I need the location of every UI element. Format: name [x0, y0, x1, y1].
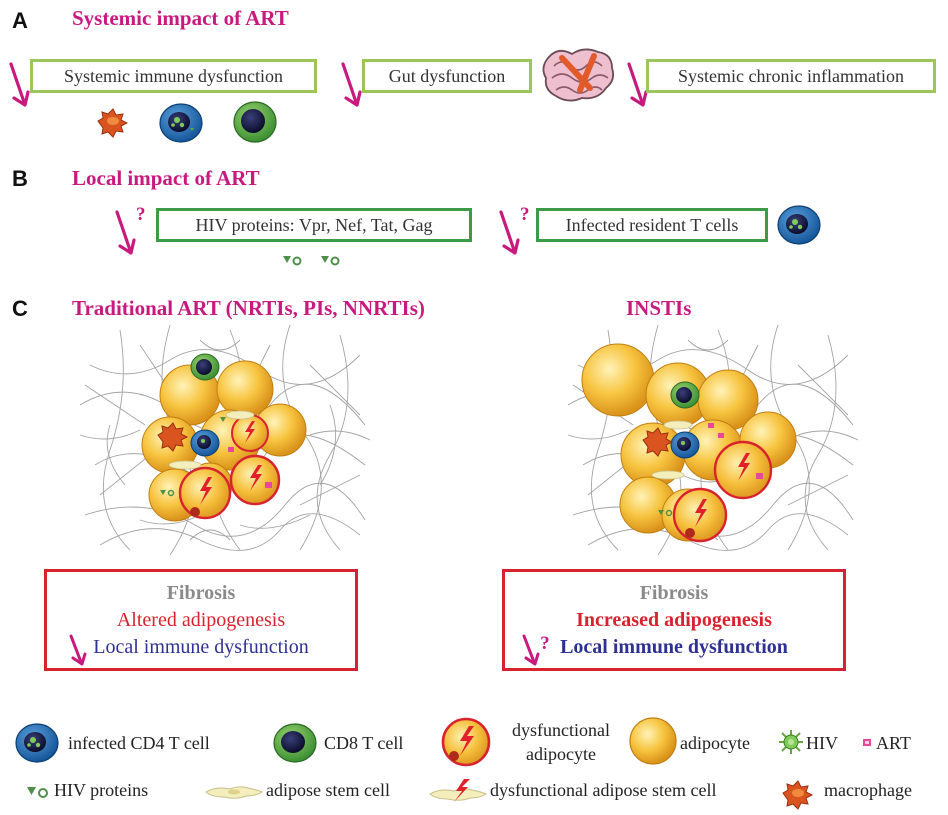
- legend-macrophage: macrophage: [824, 780, 912, 800]
- down-arrow-icon: [522, 634, 540, 665]
- down-arrow-icon: [499, 210, 520, 255]
- traditional-art-title: Traditional ART (NRTIs, PIs, NNRTIs): [72, 296, 425, 320]
- panel-c-letter: C: [12, 296, 28, 321]
- local-immune-dysfunction-label: Local immune dysfunction: [69, 634, 309, 665]
- panel-a-title: Systemic impact of ART: [72, 6, 289, 30]
- infected-cd4-icon: [159, 103, 203, 143]
- question-mark: ?: [136, 204, 146, 225]
- local-immune-dysfunction-label: ? Local immune dysfunction: [522, 633, 788, 665]
- macrophage-icon: [97, 108, 129, 138]
- legend-infected-cd4: infected CD4 T cell: [68, 733, 210, 753]
- gut-dysfunction-box: Gut dysfunction: [362, 59, 532, 93]
- adipose-tissue-instis: [567, 324, 859, 556]
- fibrosis-label: Fibrosis: [639, 581, 709, 604]
- adipose-tissue-traditional: [79, 324, 371, 556]
- down-arrow-icon: [341, 62, 362, 107]
- legend-adipocyte: adipocyte: [680, 733, 750, 753]
- legend-hiv-proteins: HIV proteins: [54, 780, 149, 800]
- hiv-protein-icon: [27, 787, 48, 798]
- infected-resident-t-cells-box: Infected resident T cells: [536, 208, 768, 242]
- cd8-icon: [233, 101, 277, 143]
- instis-title: INSTIs: [626, 296, 692, 320]
- cd8-icon: [273, 723, 317, 763]
- question-mark: ?: [540, 632, 550, 654]
- dysfunctional-adipocyte-icon: [441, 717, 491, 767]
- legend-hiv: HIV: [806, 733, 838, 753]
- down-arrow-icon: [627, 62, 648, 107]
- hiv-proteins-box: HIV proteins: Vpr, Nef, Tat, Gag: [156, 208, 472, 242]
- dysfunctional-adipose-stem-cell-icon: [429, 779, 487, 802]
- systemic-immune-dysfunction-box: Systemic immune dysfunction: [30, 59, 317, 93]
- down-arrow-icon: [115, 210, 136, 255]
- traditional-art-outcomes: Fibrosis Altered adipogenesis Local immu…: [44, 569, 358, 671]
- legend-dysfunctional-adipocyte: dysfunctional adipocyte: [512, 720, 610, 764]
- hiv-protein-icon: [321, 256, 340, 266]
- adipose-stem-cell-icon: [205, 786, 263, 799]
- legend-cd8: CD8 T cell: [324, 733, 404, 753]
- art-icon: [863, 739, 871, 746]
- panel-b-letter: B: [12, 166, 28, 191]
- hiv-protein-icon: [283, 256, 302, 266]
- increased-adipogenesis-label: Increased adipogenesis: [576, 608, 772, 631]
- infected-cd4-icon: [777, 205, 821, 245]
- altered-adipogenesis-label: Altered adipogenesis: [116, 608, 286, 631]
- gut-icon: [542, 48, 615, 102]
- infected-cd4-icon: [15, 723, 59, 763]
- fibrosis-label: Fibrosis: [166, 581, 236, 604]
- hiv-icon: [779, 730, 803, 754]
- question-mark: ?: [520, 204, 530, 225]
- macrophage-icon: [782, 780, 814, 810]
- systemic-chronic-inflammation-box: Systemic chronic inflammation: [646, 59, 936, 93]
- legend-dysfunctional-adipose-stem-cell: dysfunctional adipose stem cell: [490, 780, 717, 800]
- down-arrow-icon: [69, 634, 87, 665]
- legend-art: ART: [876, 733, 911, 753]
- legend-adipose-stem-cell: adipose stem cell: [266, 780, 390, 800]
- panel-b-title: Local impact of ART: [72, 166, 260, 190]
- panel-a-letter: A: [12, 8, 28, 33]
- adipocyte-icon: [629, 717, 677, 765]
- instis-outcomes: Fibrosis Increased adipogenesis ? Local …: [502, 569, 846, 671]
- down-arrow-icon: [9, 62, 30, 107]
